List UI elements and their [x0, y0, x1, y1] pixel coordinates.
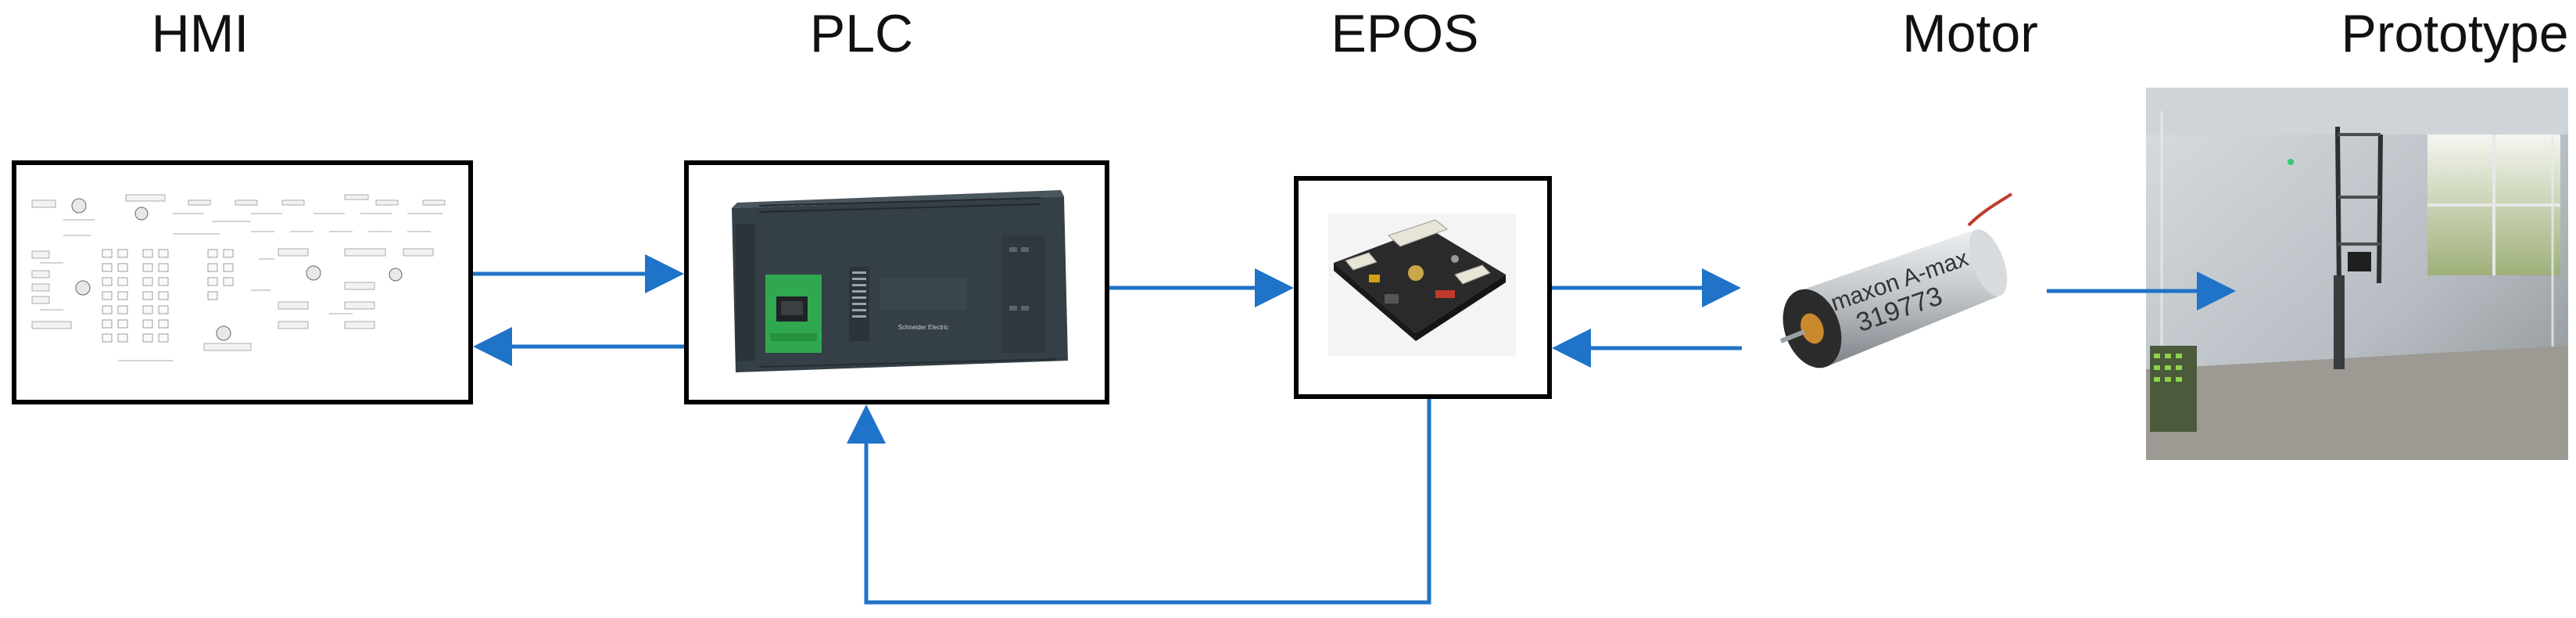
- feedback-line-epos-to-plc: [847, 399, 1431, 605]
- hmi-box: [12, 160, 473, 404]
- prototype-title: Prototype: [2341, 4, 2569, 63]
- epos-title: EPOS: [1331, 4, 1479, 63]
- plc-device-image: Schneider Electric: [689, 165, 1105, 400]
- hmi-title: HMI: [151, 4, 249, 63]
- epos-board-image: [1299, 181, 1547, 394]
- hmi-screen-thumbnail: [16, 165, 468, 400]
- motor-image: maxon A-max 319773: [1742, 178, 2047, 401]
- epos-box: [1294, 176, 1552, 399]
- plc-box: Schneider Electric: [684, 160, 1109, 404]
- motor-title: Motor: [1902, 4, 2038, 63]
- plc-brand-text: Schneider Electric: [898, 324, 948, 331]
- plc-title: PLC: [809, 4, 914, 63]
